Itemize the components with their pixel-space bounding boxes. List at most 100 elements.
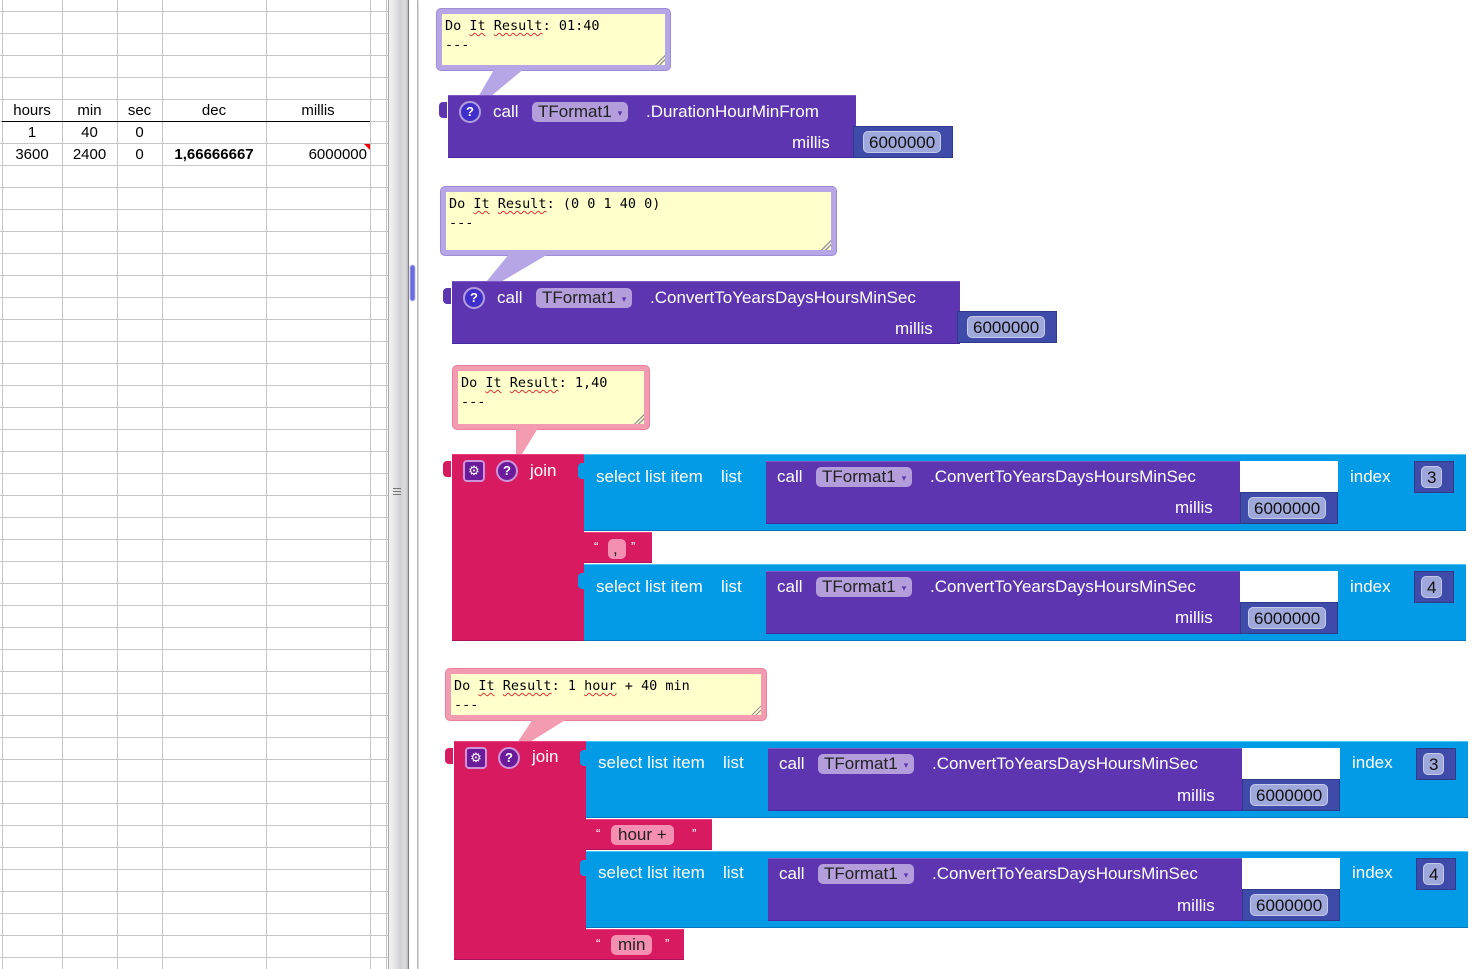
param-label: millis bbox=[1177, 896, 1215, 915]
index-value-field[interactable]: 4 bbox=[1421, 576, 1443, 598]
resize-handle-icon[interactable] bbox=[751, 705, 761, 715]
text-block[interactable]: “ hour + ” bbox=[586, 819, 712, 850]
cell-sec-1[interactable]: 0 bbox=[135, 124, 144, 141]
call-convert-to-years-days-hours-min-sec-block[interactable]: ? call TFormat1▾ .ConvertToYearsDaysHour… bbox=[443, 281, 960, 344]
cell-dec-2[interactable]: 1,66666667 bbox=[174, 146, 254, 163]
number-block[interactable]: 6000000 bbox=[1240, 602, 1338, 634]
index-label: index bbox=[1350, 577, 1391, 596]
help-icon[interactable]: ? bbox=[498, 747, 520, 769]
component-dropdown[interactable]: TFormat1 ▾ bbox=[532, 102, 629, 122]
list-label: list bbox=[723, 753, 744, 772]
millis-value-field[interactable]: 6000000 bbox=[863, 131, 942, 153]
component-dropdown[interactable]: TFormat1▾ bbox=[818, 754, 915, 774]
component-name: TFormat1 bbox=[824, 754, 898, 773]
select-list-item-label: select list item bbox=[596, 577, 703, 596]
millis-value-field[interactable]: 6000000 bbox=[967, 316, 1046, 338]
text-block[interactable]: “ , ” bbox=[584, 532, 652, 563]
result-value: : 1,40 bbox=[558, 375, 608, 391]
chevron-down-icon: ▾ bbox=[617, 107, 623, 118]
number-block[interactable]: 6000000 bbox=[1242, 779, 1340, 811]
open-quote: “ bbox=[594, 539, 599, 554]
text-value-field[interactable]: , bbox=[608, 539, 626, 559]
workspace-scroll-marker[interactable] bbox=[410, 265, 415, 301]
comment-indicator-icon bbox=[364, 144, 370, 150]
number-block[interactable]: 6000000 bbox=[1240, 492, 1338, 524]
header-min[interactable]: min bbox=[77, 102, 102, 119]
select-list-item-label: select list item bbox=[598, 753, 705, 772]
open-quote: “ bbox=[596, 936, 601, 951]
component-dropdown[interactable]: TFormat1▾ bbox=[816, 577, 913, 597]
header-millis[interactable]: millis bbox=[301, 102, 335, 119]
method-name: .ConvertToYearsDaysHoursMinSec bbox=[932, 754, 1198, 773]
spreadsheet[interactable]: hours min sec dec millis 1 40 0 3600 240… bbox=[0, 0, 388, 969]
index-number-block[interactable]: 3 bbox=[1416, 748, 1456, 780]
resize-handle-icon[interactable] bbox=[634, 414, 644, 424]
number-block[interactable]: 6000000 bbox=[957, 311, 1057, 343]
empty-slot bbox=[1240, 461, 1338, 492]
do-it-result-bubble[interactable]: Do It Result: 01:40 --- bbox=[436, 8, 671, 71]
index-number-block[interactable]: 3 bbox=[1414, 461, 1454, 493]
header-sec[interactable]: sec bbox=[127, 102, 152, 119]
millis-value-field[interactable]: 6000000 bbox=[1248, 607, 1327, 629]
call-duration-hour-min-from-block[interactable]: ? call TFormat1▾ .DurationHourMinFrom mi… bbox=[439, 95, 856, 158]
header-hours[interactable]: hours bbox=[13, 102, 51, 119]
millis-value-field[interactable]: 6000000 bbox=[1248, 497, 1327, 519]
workspace-edge bbox=[408, 0, 418, 969]
help-icon[interactable]: ? bbox=[459, 101, 481, 123]
cell-millis-2[interactable]: 6000000 bbox=[308, 146, 367, 163]
cell-hours-2[interactable]: 3600 bbox=[15, 146, 49, 163]
result-value: + 40 min bbox=[616, 678, 690, 694]
result-text: Result bbox=[493, 18, 543, 34]
gear-icon[interactable]: ⚙ bbox=[465, 747, 487, 769]
call-convert-to-years-days-hours-min-sec-block[interactable]: call TFormat1▾ .ConvertToYearsDaysHoursM… bbox=[768, 748, 1242, 811]
close-quote: ” bbox=[665, 936, 670, 951]
index-number-block[interactable]: 4 bbox=[1416, 858, 1456, 890]
list-label: list bbox=[723, 863, 744, 882]
component-dropdown[interactable]: TFormat1▾ bbox=[818, 864, 915, 884]
cell-min-1[interactable]: 40 bbox=[81, 124, 98, 141]
millis-value-field[interactable]: 6000000 bbox=[1250, 894, 1329, 916]
index-label: index bbox=[1352, 753, 1393, 772]
list-label: list bbox=[721, 577, 742, 596]
join-block[interactable]: ⚙ ? join bbox=[445, 741, 586, 960]
method-name: .DurationHourMinFrom bbox=[646, 102, 819, 121]
text-value-field[interactable]: min bbox=[611, 935, 653, 955]
join-block[interactable]: ⚙ ? join bbox=[443, 454, 584, 641]
pane-splitter[interactable] bbox=[388, 0, 408, 969]
help-icon[interactable]: ? bbox=[496, 460, 518, 482]
do-it-result-bubble[interactable]: Do It Result: (0 0 1 40 0) --- bbox=[440, 186, 837, 256]
component-name: TFormat1 bbox=[538, 102, 612, 121]
component-dropdown[interactable]: TFormat1▾ bbox=[536, 288, 633, 308]
call-label: call bbox=[779, 864, 805, 883]
resize-handle-icon[interactable] bbox=[821, 240, 831, 250]
result-separator: --- bbox=[461, 394, 486, 410]
result-text: It bbox=[473, 196, 490, 212]
millis-value-field[interactable]: 6000000 bbox=[1250, 784, 1329, 806]
do-it-result-bubble[interactable]: Do It Result: 1 hour + 40 min --- bbox=[445, 668, 767, 721]
index-value-field[interactable]: 3 bbox=[1421, 466, 1443, 488]
close-quote: ” bbox=[631, 539, 636, 554]
splitter-grip-icon[interactable] bbox=[392, 488, 402, 497]
cell-hours-1[interactable]: 1 bbox=[27, 124, 37, 141]
call-convert-to-years-days-hours-min-sec-block[interactable]: call TFormat1▾ .ConvertToYearsDaysHoursM… bbox=[766, 571, 1240, 634]
result-text: It bbox=[485, 375, 502, 391]
number-block[interactable]: 6000000 bbox=[1242, 889, 1340, 921]
index-value-field[interactable]: 3 bbox=[1423, 753, 1445, 775]
resize-handle-icon[interactable] bbox=[655, 55, 665, 65]
text-value-field[interactable]: hour + bbox=[611, 825, 674, 845]
index-value-field[interactable]: 4 bbox=[1423, 863, 1445, 885]
call-convert-to-years-days-hours-min-sec-block[interactable]: call TFormat1▾ .ConvertToYearsDaysHoursM… bbox=[766, 461, 1240, 524]
join-label: join bbox=[532, 747, 559, 766]
do-it-result-bubble[interactable]: Do It Result: 1,40 --- bbox=[452, 365, 650, 430]
component-dropdown[interactable]: TFormat1▾ bbox=[816, 467, 913, 487]
cell-min-2[interactable]: 2400 bbox=[72, 146, 107, 163]
help-icon[interactable]: ? bbox=[463, 287, 485, 309]
number-block[interactable]: 6000000 bbox=[853, 126, 953, 158]
cell-sec-2[interactable]: 0 bbox=[135, 146, 144, 163]
header-dec[interactable]: dec bbox=[201, 102, 227, 119]
text-block[interactable]: “ min ” bbox=[586, 929, 684, 960]
gear-icon[interactable]: ⚙ bbox=[463, 460, 485, 482]
result-text: It bbox=[478, 678, 495, 694]
call-convert-to-years-days-hours-min-sec-block[interactable]: call TFormat1▾ .ConvertToYearsDaysHoursM… bbox=[768, 858, 1242, 921]
index-number-block[interactable]: 4 bbox=[1414, 571, 1454, 603]
